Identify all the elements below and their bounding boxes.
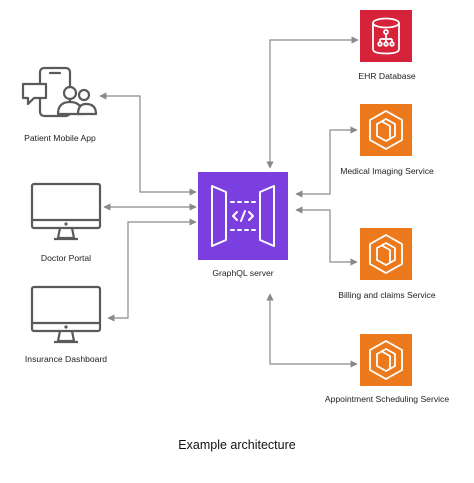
doctor-portal-label: Doctor Portal xyxy=(40,253,92,263)
medical-imaging-service-node[interactable] xyxy=(360,104,412,156)
diagram-caption: Example architecture xyxy=(178,438,296,452)
patient-mobile-app-label: Patient Mobile App xyxy=(24,133,96,143)
connector-insurance-dashboard xyxy=(107,218,197,322)
compute-container-icon xyxy=(369,340,403,380)
mobile-chat-users-icon xyxy=(21,66,98,118)
billing-claims-service-label: Billing and claims Service xyxy=(338,290,436,300)
graphql-server-node[interactable] xyxy=(198,172,288,260)
api-gateway-icon xyxy=(211,185,275,247)
ehr-database-node[interactable] xyxy=(360,10,412,62)
compute-container-icon xyxy=(369,110,403,150)
graphql-server-label: GraphQL server xyxy=(212,268,274,278)
connector-billing-claims xyxy=(295,206,358,266)
monitor-icon xyxy=(30,182,102,241)
compute-container-icon xyxy=(369,234,403,274)
medical-imaging-service-label: Medical Imaging Service xyxy=(340,166,434,176)
appointment-scheduling-service-label: Appointment Scheduling Service xyxy=(324,394,450,404)
billing-claims-service-node[interactable] xyxy=(360,228,412,280)
appointment-scheduling-service-node[interactable] xyxy=(360,334,412,386)
connector-appointment-scheduling xyxy=(266,293,358,368)
ehr-database-label: EHR Database xyxy=(358,71,416,81)
patient-mobile-app-node[interactable] xyxy=(20,64,104,124)
doctor-portal-node[interactable] xyxy=(30,181,102,243)
database-icon xyxy=(372,17,400,55)
insurance-dashboard-node[interactable] xyxy=(30,284,102,346)
insurance-dashboard-label: Insurance Dashboard xyxy=(24,354,108,364)
connector-ehr-database xyxy=(266,36,359,169)
connector-medical-imaging xyxy=(295,126,358,198)
monitor-icon xyxy=(30,285,102,344)
connector-patient-app xyxy=(99,92,197,196)
